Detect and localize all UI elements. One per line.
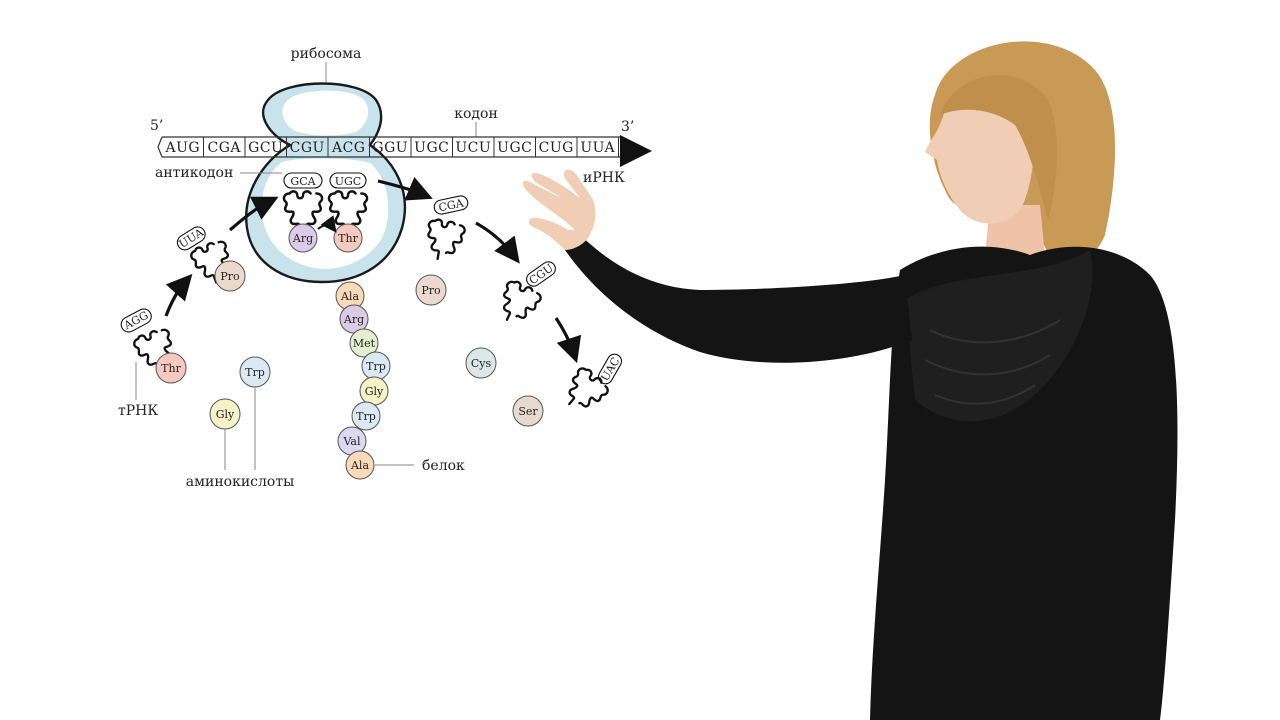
protein-residue-label: Trp — [356, 410, 376, 423]
presenter — [522, 41, 1178, 720]
amino-label-arg-site: Arg — [292, 232, 313, 245]
free-amino-acid-cys: Cys — [465, 347, 497, 379]
amino-label-thr-left: Thr — [161, 362, 181, 375]
trna-left-bottom: AGG Thr — [120, 308, 187, 384]
amino-label-pro-left: Pro — [220, 270, 240, 283]
ribosome-inner-upper — [282, 90, 369, 136]
ribosome-label: рибосома — [291, 46, 362, 62]
arrow-left-2 — [228, 196, 279, 232]
presenter-hand — [522, 169, 596, 250]
mrna-codon-10: UUA — [580, 140, 615, 156]
mrna-codon-4: ACG — [331, 140, 366, 156]
anticodon-site-b: UGC — [335, 175, 361, 188]
mrna-codon-2: GCU — [248, 140, 283, 156]
mrna-label: иРНК — [583, 170, 625, 186]
mrna-codon-0: AUG — [164, 140, 200, 156]
presenter-arm — [565, 230, 912, 363]
arrow-left-1 — [164, 273, 193, 317]
amino-acid-thr-left — [155, 352, 187, 384]
mrna-codon-3: CGU — [290, 140, 325, 156]
protein-residue-label: Met — [353, 337, 376, 350]
amino-acid-arg-site — [288, 223, 318, 253]
trna-label: тРНК — [118, 403, 158, 419]
free-amino-acid-gly: Gly — [209, 398, 241, 430]
mrna-codon-1: CGA — [207, 140, 241, 156]
protein-residue-ala — [345, 450, 375, 480]
anticodon-label: антикодон — [155, 165, 233, 181]
mrna-codon-6: UGC — [414, 140, 449, 156]
amino-acids-label: аминокислоты — [186, 474, 294, 490]
protein-residue-label: Trp — [366, 360, 386, 373]
three-prime-label: 3’ — [621, 119, 634, 135]
five-prime-label: 5’ — [150, 118, 163, 134]
protein-residue-label: Ala — [350, 459, 369, 472]
trna-exit-1: CGA — [422, 195, 469, 264]
protein-residue-met — [349, 328, 379, 358]
mrna-codon-5: GGU — [372, 140, 408, 156]
trna-exit-2: CGU — [492, 261, 556, 331]
protein-label: белок — [422, 458, 465, 474]
arrow-right-2 — [475, 221, 520, 264]
protein-residue-trp — [351, 401, 381, 431]
free-amino-label-trp: Trp — [245, 366, 265, 379]
protein-residue-label: Gly — [365, 385, 384, 398]
amino-acid-thr-site — [333, 223, 363, 253]
free-amino-acid-pro: Pro — [415, 274, 447, 306]
mrna-strand: AUG CGA GCU CGU ACG GGU UGC UCU UGC CUG UUA — [157, 135, 652, 167]
anticodon-exit-1: CGA — [437, 196, 465, 214]
mrna-codon-9: CUG — [539, 140, 574, 156]
free-amino-label-gly: Gly — [216, 408, 235, 421]
amino-label-thr-site: Thr — [338, 232, 358, 245]
anticodon-site-a: GCA — [290, 175, 316, 188]
mrna-codon-8: UGC — [497, 140, 532, 156]
free-amino-acid-trp: Trp — [239, 356, 271, 388]
free-amino-label-cys: Cys — [471, 357, 492, 370]
trna-site-a: GCA Arg — [282, 172, 324, 253]
trna-site-b: UGC Thr — [327, 172, 369, 253]
arrow-right-3 — [554, 317, 582, 364]
trna-exit-3: UAC — [557, 353, 622, 420]
free-amino-label-ser: Ser — [518, 405, 538, 418]
amino-acid-pro-left — [214, 260, 246, 292]
free-amino-acid-ser: Ser — [512, 395, 544, 427]
protein-residue-label: Ala — [340, 290, 359, 303]
codon-label: кодон — [454, 106, 498, 122]
peptide-transfer-arrow — [317, 215, 337, 233]
mrna-codon-7: UCU — [455, 140, 491, 156]
protein-residue-label: Val — [342, 435, 360, 448]
free-amino-label-pro: Pro — [421, 284, 441, 297]
protein-residue-label: Arg — [343, 313, 364, 326]
arrow-right-1 — [377, 176, 433, 201]
